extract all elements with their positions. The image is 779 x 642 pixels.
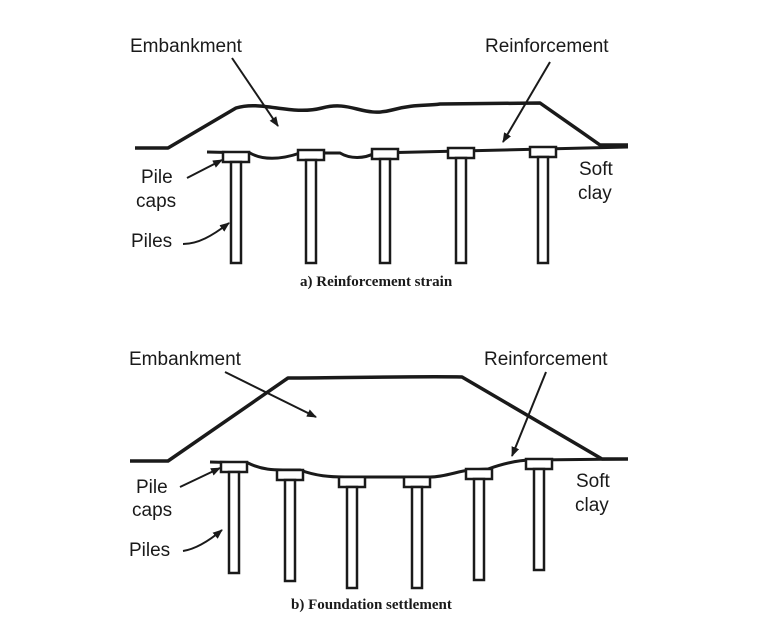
panel-b-reinforcement-line <box>209 457 629 479</box>
panel-a-piles-label: Piles <box>131 231 173 252</box>
panel-a-pile-caps-arrow <box>186 159 223 179</box>
panel-b-pile-1 <box>219 460 249 575</box>
panel-b-embankment-label: Embankment <box>129 349 241 370</box>
panel-a-caption: a) Reinforcement strain <box>300 274 453 290</box>
panel-b-foundation-settlement <box>130 371 629 590</box>
panel-b-soft-clay-label-line2: clay <box>575 495 609 516</box>
panel-b-pile-caps-arrow <box>179 467 221 488</box>
panel-a-embankment-label: Embankment <box>130 36 242 57</box>
panel-a-pile-caps-label-line1: Pile <box>141 167 173 188</box>
panel-b-soft-clay-label-line1: Soft <box>576 471 610 492</box>
panel-a-pile-5 <box>528 145 558 265</box>
panel-a-embankment-arrow <box>231 57 279 127</box>
panel-b-pile-6 <box>524 457 554 572</box>
panel-b-embankment-arrow <box>224 371 317 418</box>
panel-b-reinforcement-arrow <box>511 371 547 457</box>
panel-a-soft-clay-label-line2: clay <box>578 183 612 204</box>
panel-b-reinforcement-label: Reinforcement <box>484 349 608 370</box>
panel-a-soft-clay-label-line1: Soft <box>579 159 613 180</box>
panel-b-pile-2 <box>275 468 305 583</box>
panel-a-reinforcement-strain <box>135 57 629 265</box>
panel-b-piles-label: Piles <box>129 540 171 561</box>
panel-b-piles-arrow <box>182 529 223 552</box>
panel-a-reinforcement-line <box>206 145 629 160</box>
panel-b-pile-3 <box>337 475 367 590</box>
panel-b-pile-caps-label-line1: Pile <box>136 477 168 498</box>
panel-a-reinforcement-label: Reinforcement <box>485 36 609 57</box>
panel-a-piles-arrow <box>182 222 230 245</box>
panel-a-pile-caps-label-line2: caps <box>136 191 177 212</box>
panel-a-pile-2 <box>296 148 326 265</box>
panel-a-pile-4 <box>446 146 476 265</box>
panel-a-pile-1 <box>221 150 251 265</box>
panel-a-embankment-outline <box>135 101 628 150</box>
panel-b-caption: b) Foundation settlement <box>291 597 452 613</box>
panel-b-pile-caps-label-line2: caps <box>132 500 173 521</box>
panel-a-reinforcement-arrow <box>502 61 551 143</box>
panel-b-embankment-outline <box>130 374 628 463</box>
panel-b-pile-5 <box>464 467 494 582</box>
panel-a-pile-3 <box>370 147 400 265</box>
panel-b-pile-4 <box>402 475 432 590</box>
